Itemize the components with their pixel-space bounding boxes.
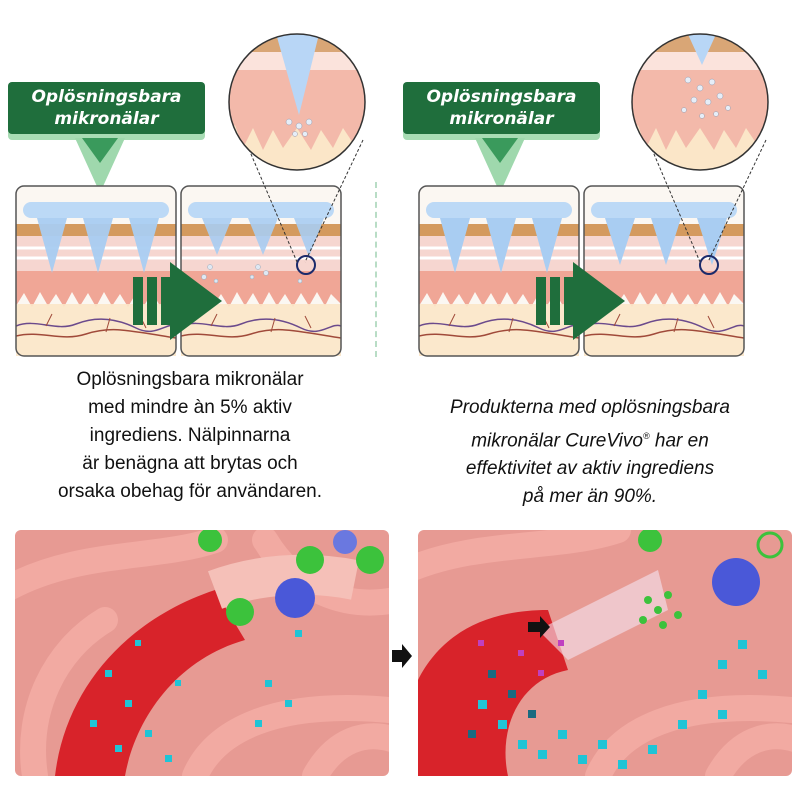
zoom-marker [699, 255, 719, 275]
divider [375, 182, 377, 357]
active-ingredient-particles [198, 530, 384, 626]
pointer-triangle [475, 138, 525, 193]
skin-panel-before [15, 185, 177, 357]
label-line: Oplösningsbara [31, 87, 182, 107]
green-arrow-icon [536, 262, 625, 340]
blood-vessel-illustration-low-absorption [15, 530, 389, 776]
label-line: mikronälar [54, 109, 159, 129]
description-line: på mer än 90%. [522, 486, 658, 508]
description-line: med mindre àn 5% aktiv [88, 397, 292, 418]
blood-vessel-illustration-high-absorption [418, 530, 792, 776]
description-right: Produkterna med oplösningsbara mikronäla… [410, 394, 770, 511]
skin-panel-after-curevivo [583, 185, 745, 357]
description-line: ingrediens. Nälpinnarna [89, 425, 291, 446]
label-line: Oplösningsbara [426, 87, 577, 107]
zoom-circle-right [631, 33, 769, 263]
arrow-right-icon [392, 644, 412, 668]
pointer-triangle [75, 138, 125, 193]
registered-mark: ® [642, 431, 650, 441]
description-line: effektivitet av aktiv ingrediens [465, 458, 715, 480]
description-left: Oplösningsbara mikronälar med mindre àn … [20, 366, 360, 506]
description-line: Produkterna med oplösningsbara [450, 397, 730, 418]
label-line: mikronälar [449, 109, 554, 129]
microneedles [37, 218, 159, 273]
label-dissolvable-microneedles-left: Oplösningsbara mikronälar [8, 82, 205, 134]
zoom-marker [296, 255, 316, 275]
description-line: är benägna att brytas och [82, 453, 298, 474]
zoom-circle-left [228, 33, 366, 263]
description-line: Oplösningsbara mikronälar [76, 369, 304, 390]
description-line: orsaka obehag för användaren. [57, 481, 323, 502]
description-text: mikronälar CureVivo [471, 430, 643, 452]
skin-panel-after [180, 185, 342, 357]
green-arrow-icon [133, 262, 222, 340]
description-text: har en [649, 430, 709, 452]
label-dissolvable-microneedles-right: Oplösningsbara mikronälar [403, 82, 600, 134]
description-line: mikronälar CureVivo® har en [410, 422, 770, 455]
